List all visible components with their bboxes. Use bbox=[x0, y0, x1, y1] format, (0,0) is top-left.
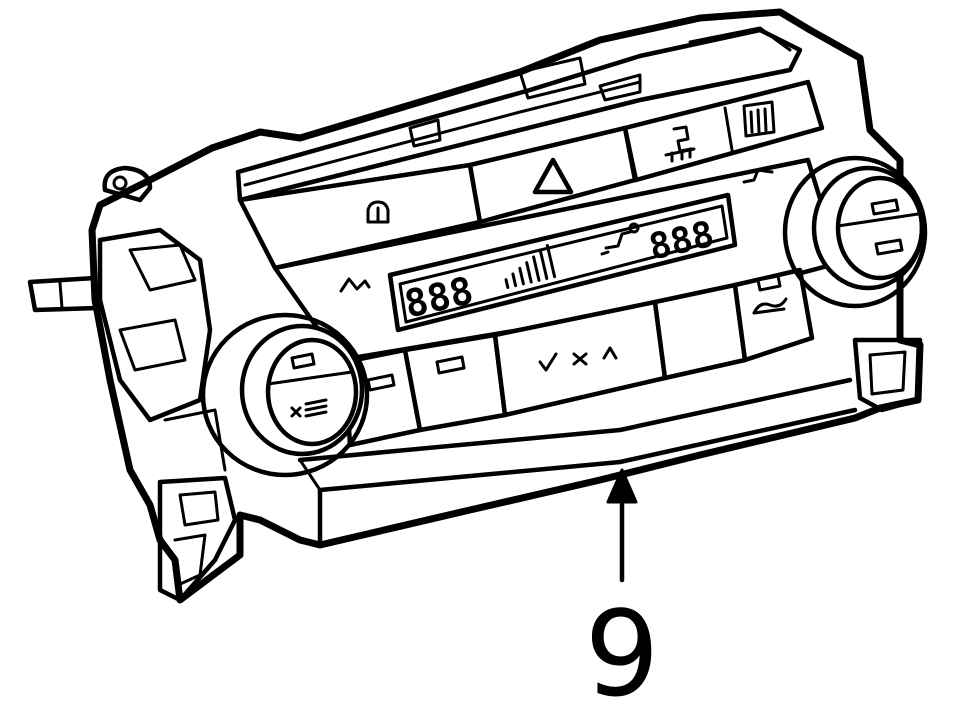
hazard-triangle-icon bbox=[532, 157, 574, 195]
fan-speed-icon bbox=[538, 346, 618, 372]
fan-bars-icon bbox=[504, 244, 557, 289]
callout-leader-arrow bbox=[606, 468, 638, 583]
airflow-small-icon bbox=[742, 168, 774, 184]
upper-button-row bbox=[237, 79, 825, 271]
right-temperature-knob bbox=[782, 155, 928, 309]
housing bbox=[27, 8, 924, 604]
seat-heater-icon bbox=[664, 125, 696, 163]
rear-defrost-icon bbox=[742, 100, 776, 138]
recirculation-icon bbox=[366, 200, 390, 224]
rear-airflow-icon bbox=[752, 297, 788, 315]
left-temperature-knob bbox=[200, 312, 370, 478]
airflow-seat-icon bbox=[600, 222, 640, 256]
front-trim bbox=[297, 377, 858, 548]
top-rear-plate bbox=[235, 26, 803, 203]
part-number-callout: 9 bbox=[584, 585, 659, 712]
ac-mode-icon bbox=[339, 277, 371, 293]
left-side-details bbox=[97, 227, 227, 472]
